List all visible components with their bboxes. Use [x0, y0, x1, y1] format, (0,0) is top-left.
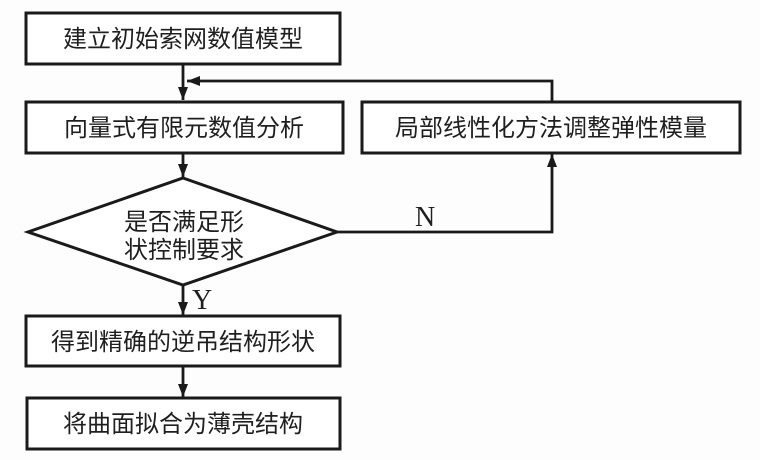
node-accurate-shape-box: [24, 314, 342, 368]
node-vfife-analysis-label: 向量式有限元数值分析: [64, 115, 304, 142]
node-fit-shell-box: [25, 396, 342, 451]
node-build-model-label: 建立初始索网数值模型: [63, 26, 303, 53]
arrow-decision-no-to-adjust: [337, 154, 557, 234]
edge-label-yes: Y: [192, 285, 212, 316]
node-build-model-box: [24, 11, 342, 66]
edge-label-no: N: [415, 202, 435, 233]
node-accurate-shape-label: 得到精确的逆吊结构形状: [51, 329, 315, 356]
node-shape-check-diamond: [23, 176, 342, 287]
arrow-feedback-adjust-to-analysis: [187, 76, 554, 102]
node-shape-check-label-line1: 是否满足形: [124, 209, 244, 236]
node-shape-check-label-line2: 状控制要求: [124, 237, 244, 264]
node-vfife-analysis-box: [24, 100, 345, 155]
node-adjust-modulus-label: 局部线性化方法调整弹性模量: [395, 115, 707, 142]
node-adjust-modulus-box: [360, 100, 742, 155]
node-fit-shell-label: 将曲面拟合为薄壳结构: [63, 411, 303, 438]
